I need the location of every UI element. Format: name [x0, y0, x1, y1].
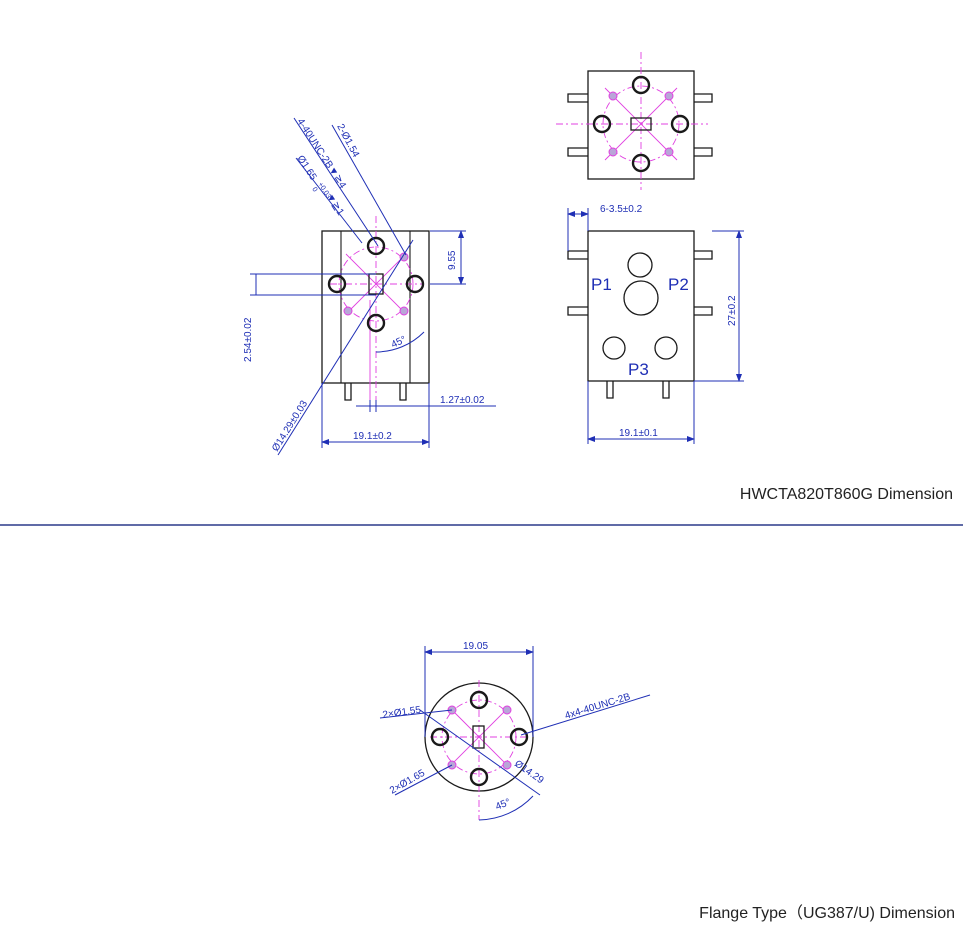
front-leader-pin [331, 124, 407, 256]
front-pin-hole-2 [343, 306, 353, 316]
top-pin-hole-3 [608, 147, 618, 157]
flange-thread-hole-bottom [469, 767, 489, 787]
side-foot-left [606, 381, 614, 399]
front-tol-lower: 0 [310, 186, 318, 193]
flange-thread-hole-right [509, 727, 529, 747]
flange-pin-top-note: 2×Ø1.55 [382, 705, 422, 721]
front-small-dim: 1.27±0.02 [440, 395, 485, 406]
flange-thread-note: 4x4-40UNC-2B [564, 691, 632, 721]
front-body-outline [321, 230, 430, 384]
front-width-dim: 19.1±0.2 [353, 431, 392, 442]
top-pin-hole-2 [664, 91, 674, 101]
flange-waveguide-slot [472, 725, 485, 749]
flange-thread-hole-top [469, 690, 489, 710]
front-pin-hole-3 [399, 306, 409, 316]
top-stub-left-1 [567, 93, 588, 103]
port-label-p3: P3 [628, 360, 649, 379]
flange-leader-pin-bottom [394, 764, 453, 796]
front-leader-circle [277, 239, 414, 456]
top-waveguide-slot [630, 117, 652, 131]
top-diag-2 [604, 87, 678, 161]
top-stub-right-1 [694, 93, 713, 103]
flange-angle-dim: 45° [494, 797, 512, 813]
top-pin-hole-4 [664, 147, 674, 157]
side-stub-left-2 [567, 306, 588, 316]
flange-diag-2 [448, 706, 510, 768]
side-stub-right-2 [694, 306, 713, 316]
side-view: P1 P2 P3 6-3.5±0.2 27±0.2 19.1±0.1 [567, 204, 744, 444]
flange-width-dim: 19.05 [463, 641, 488, 652]
side-port-hole-p3-right [654, 336, 678, 360]
side-stub-right-1 [694, 250, 713, 260]
flange-pin-bottom-note: 2×Ø1.65 [388, 768, 427, 797]
front-pin-note: 2-Ø1.54 [334, 122, 361, 159]
top-pin-hole-1 [608, 91, 618, 101]
flange-leader-pin-top [379, 709, 453, 719]
front-thread-hole-right [405, 274, 425, 294]
caption-top: HWCTA820T860G Dimension [740, 486, 953, 503]
flange-angle-arc [478, 795, 534, 821]
flange-circle-dim: Ø14.29 [512, 758, 546, 786]
flange-leader-thread [520, 694, 651, 736]
caption-bottom: Flange Type（UG387/U) Dimension [699, 904, 955, 922]
front-height-dim: 9.55 [447, 250, 458, 270]
front-foot-right [399, 383, 407, 401]
side-port-hole-top [627, 252, 653, 278]
front-pin-note-2: Ø1.65 [294, 154, 318, 183]
flange-view: 19.05 2×Ø1.55 2×Ø1.65 4x4-40UNC-2B Ø14.2… [379, 641, 651, 821]
side-width-dim: 19.1±0.1 [619, 428, 658, 439]
front-foot-left [344, 383, 352, 401]
side-foot-right [662, 381, 670, 399]
front-thread-hole-bottom [366, 313, 386, 333]
front-leader-pin2 [295, 157, 363, 244]
front-offset-dim: 2.54±0.02 [243, 317, 254, 362]
front-angle-dim: 45° [390, 334, 408, 350]
side-lip-dim: 6-3.5±0.2 [600, 204, 643, 215]
flange-pin-hole-4 [502, 760, 512, 770]
front-view: 4-40UNC-2B▼≧4 2-Ø1.54 Ø1.65 +0.03 0 ▼≧1 … [243, 117, 496, 456]
flange-leader-circle [419, 709, 541, 796]
flange-thread-hole-left [430, 727, 450, 747]
top-thread-hole-top [631, 75, 651, 95]
top-thread-hole-left [592, 114, 612, 134]
flange-pin-hole-2 [502, 705, 512, 715]
front-diag-2 [345, 253, 407, 315]
top-thread-hole-bottom [631, 153, 651, 173]
front-depth-note: ▼≧1 [323, 192, 345, 218]
side-port-hole-center [623, 280, 659, 316]
front-leader-thread [293, 117, 379, 247]
port-label-p2: P2 [668, 275, 689, 294]
front-circle-dim: Ø14.29±0.03 [270, 398, 310, 453]
side-body-outline [587, 230, 695, 382]
side-height-dim: 27±0.2 [727, 295, 738, 326]
top-view [556, 52, 713, 190]
front-thread-hole-left [327, 274, 347, 294]
front-bolt-circle [338, 246, 414, 322]
side-stub-left-1 [567, 250, 588, 260]
front-angle-arc [375, 331, 425, 353]
top-stub-right-2 [694, 147, 713, 157]
front-thread-hole-top [366, 236, 386, 256]
side-port-hole-p3-left [602, 336, 626, 360]
port-label-p1: P1 [591, 275, 612, 294]
top-stub-left-2 [567, 147, 588, 157]
top-thread-hole-right [670, 114, 690, 134]
